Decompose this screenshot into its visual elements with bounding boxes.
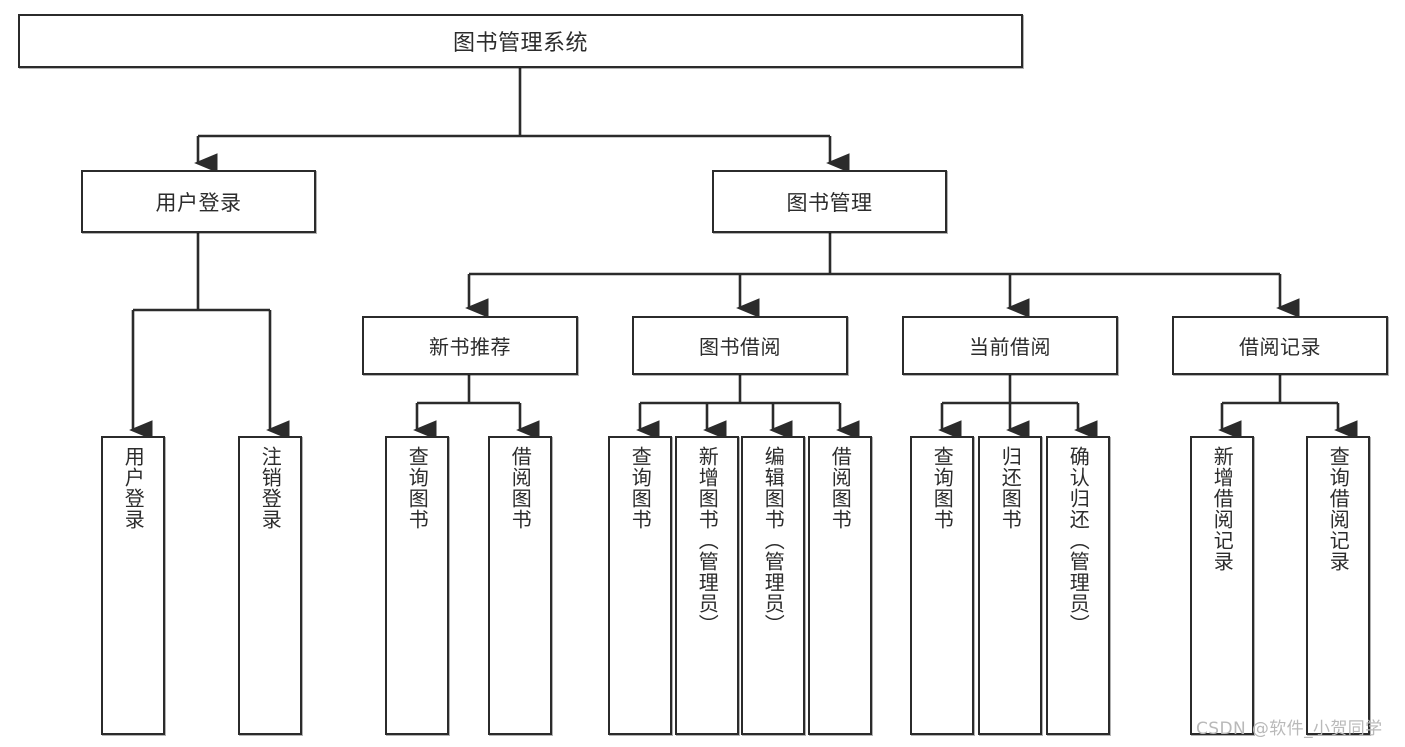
node-root-system[interactable]: 图书管理系统	[18, 14, 1023, 68]
leaf-user-login[interactable]: 用户登录	[101, 436, 165, 735]
node-label: 当前借阅	[969, 335, 1051, 359]
node-label: 编辑图书（管理员）	[761, 446, 786, 635]
node-book-management[interactable]: 图书管理	[712, 170, 947, 233]
node-label: 查询借阅记录	[1326, 446, 1351, 572]
node-book-borrow[interactable]: 图书借阅	[632, 316, 848, 375]
csdn-watermark: CSDN @软件_小贺同学	[1196, 719, 1383, 739]
leaf-borrow-book[interactable]: 借阅图书	[808, 436, 872, 735]
node-label: 查询图书	[628, 446, 653, 530]
leaf-add-borrow-record[interactable]: 新增借阅记录	[1190, 436, 1254, 735]
leaf-query-book-borrow[interactable]: 查询图书	[608, 436, 672, 735]
leaf-user-logout[interactable]: 注销登录	[238, 436, 302, 735]
leaf-query-book-current[interactable]: 查询图书	[910, 436, 974, 735]
node-label: 图书管理	[786, 190, 873, 215]
node-label: 新增借阅记录	[1210, 446, 1235, 572]
node-label: 用户登录	[121, 446, 146, 530]
node-user-login[interactable]: 用户登录	[81, 170, 316, 233]
node-label: 图书借阅	[699, 335, 781, 359]
leaf-confirm-return-admin[interactable]: 确认归还（管理员）	[1046, 436, 1110, 735]
node-label: 注销登录	[258, 446, 283, 530]
node-label: 新增图书（管理员）	[695, 446, 720, 635]
node-label: 查询图书	[930, 446, 955, 530]
leaf-query-borrow-record[interactable]: 查询借阅记录	[1306, 436, 1370, 735]
node-label: 图书管理系统	[452, 31, 588, 56]
node-borrow-record[interactable]: 借阅记录	[1172, 316, 1388, 375]
node-label: 确认归还（管理员）	[1066, 446, 1091, 635]
node-label: 借阅记录	[1239, 335, 1321, 359]
node-current-borrow[interactable]: 当前借阅	[902, 316, 1118, 375]
node-label: 归还图书	[998, 446, 1023, 530]
node-label: 用户登录	[155, 190, 242, 215]
node-label: 查询图书	[405, 446, 430, 530]
node-new-book-recommend[interactable]: 新书推荐	[362, 316, 578, 375]
leaf-return-book[interactable]: 归还图书	[978, 436, 1042, 735]
leaf-borrow-book-recommend[interactable]: 借阅图书	[488, 436, 552, 735]
node-label: 借阅图书	[828, 446, 853, 530]
node-label: 借阅图书	[508, 446, 533, 530]
node-label: 新书推荐	[429, 335, 511, 359]
leaf-query-book-recommend[interactable]: 查询图书	[385, 436, 449, 735]
leaf-add-book-admin[interactable]: 新增图书（管理员）	[675, 436, 739, 735]
leaf-edit-book-admin[interactable]: 编辑图书（管理员）	[741, 436, 805, 735]
